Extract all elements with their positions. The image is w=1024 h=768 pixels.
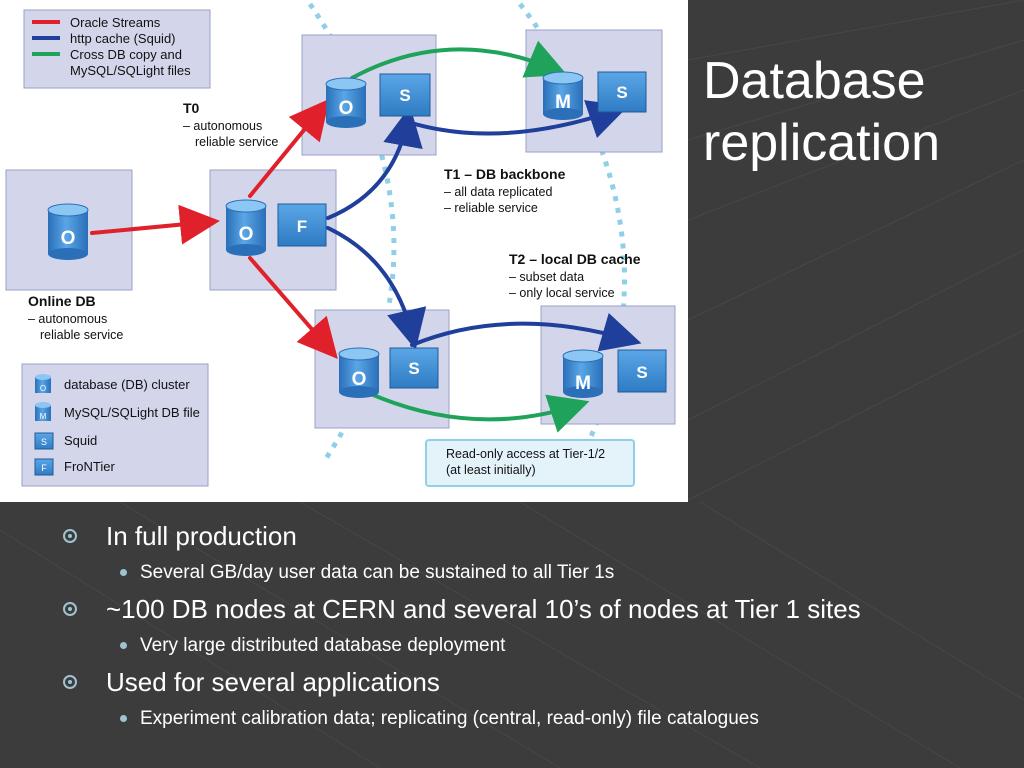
svg-text:M: M xyxy=(575,373,591,394)
readonly-note: Read-only access at Tier-1/2 (at least i… xyxy=(425,439,635,487)
http-cache-arrow-t1bottom-t2bottom xyxy=(410,312,642,352)
online-db-annotation: Online DB – autonomous reliable service xyxy=(28,293,123,342)
bullet-ring-icon xyxy=(63,675,77,689)
svg-text:Read-only access at Tier-1/2: Read-only access at Tier-1/2 xyxy=(446,447,605,461)
oracle-stream-arrow-t0-t1bottom xyxy=(248,256,338,360)
svg-text:O: O xyxy=(40,384,46,393)
legend-squid-icon: S xyxy=(34,432,54,450)
svg-text:F: F xyxy=(297,217,307,236)
cross-db-arrow-top xyxy=(350,40,568,80)
online-db-cylinder: O xyxy=(47,203,89,260)
svg-text:M: M xyxy=(40,412,47,421)
bullet-ring-icon xyxy=(63,529,77,543)
t0-cylinder: O xyxy=(225,199,267,256)
t1-bottom-squid-square xyxy=(389,347,439,389)
sub-bullet-item: Experiment calibration data; replicating… xyxy=(60,701,1010,737)
legend-cylinder-icon: O xyxy=(35,374,51,393)
bullet-item: In full production xyxy=(60,518,1010,555)
svg-text:S: S xyxy=(408,359,419,378)
service-squares: F S S S S xyxy=(277,71,667,393)
svg-text:– subset data: – subset data xyxy=(509,270,584,284)
svg-text:T0: T0 xyxy=(183,100,200,116)
svg-text:(at least initially): (at least initially) xyxy=(446,463,536,477)
svg-text:T2 – local DB cache: T2 – local DB cache xyxy=(509,251,641,267)
svg-text:– autonomous: – autonomous xyxy=(28,312,107,326)
svg-text:Cross DB copy and: Cross DB copy and xyxy=(70,47,182,62)
svg-text:S: S xyxy=(636,363,647,382)
legend-mysql-icon: M xyxy=(35,402,51,421)
t1-top-cylinder: O xyxy=(325,77,367,128)
t2-bottom-squid-square xyxy=(617,349,667,393)
bullet-ring-icon xyxy=(63,602,77,616)
t2-annotation: T2 – local DB cache – subset data – only… xyxy=(509,251,641,300)
t2-top-squid-square xyxy=(597,71,647,113)
http-cache-arrow-t0-t1bottom xyxy=(326,226,427,350)
t0-annotation: T0 – autonomous reliable service xyxy=(183,100,278,149)
svg-text:S: S xyxy=(399,86,410,105)
svg-text:Online DB: Online DB xyxy=(28,293,96,309)
svg-text:MySQL/SQLight files: MySQL/SQLight files xyxy=(70,63,191,78)
t1-top-squid-square xyxy=(379,73,431,117)
svg-text:Oracle Streams: Oracle Streams xyxy=(70,15,161,30)
bullet-dot-icon xyxy=(120,569,127,576)
svg-text:T1 – DB backbone: T1 – DB backbone xyxy=(444,166,566,182)
sub-bullet-item: Several GB/day user data can be sustaine… xyxy=(60,555,1010,591)
t1-annotation: T1 – DB backbone – all data replicated –… xyxy=(444,166,566,215)
svg-text:reliable service: reliable service xyxy=(40,328,123,342)
svg-text:O: O xyxy=(239,224,254,245)
svg-text:MySQL/SQLight DB file: MySQL/SQLight DB file xyxy=(64,405,200,420)
svg-text:– only local service: – only local service xyxy=(509,286,615,300)
http-cache-arrow-t1top-t2top xyxy=(406,100,629,138)
slide-title-line2: replication xyxy=(703,114,941,172)
svg-text:FroNTier: FroNTier xyxy=(64,459,115,474)
http-cache-arrow-t0-t1top xyxy=(326,106,423,220)
slide-title-line1: Database xyxy=(703,52,926,110)
replication-diagram: O O O O M M F S S S S xyxy=(0,0,688,502)
svg-text:reliable service: reliable service xyxy=(195,135,278,149)
svg-text:O: O xyxy=(352,369,367,390)
bullet-list: In full production Several GB/day user d… xyxy=(60,518,1010,737)
svg-text:database (DB) cluster: database (DB) cluster xyxy=(64,377,190,392)
cross-db-arrow-bottom xyxy=(360,388,590,433)
svg-text:– autonomous: – autonomous xyxy=(183,119,262,133)
svg-text:– all data replicated: – all data replicated xyxy=(444,185,552,199)
svg-text:– reliable service: – reliable service xyxy=(444,201,538,215)
t1-bottom-cylinder: O xyxy=(338,347,380,398)
sub-bullet-item: Very large distributed database deployme… xyxy=(60,628,1010,664)
oracle-stream-arrow-online-t0 xyxy=(90,204,220,245)
svg-text:Squid: Squid xyxy=(64,433,97,448)
t2-top-cylinder: M xyxy=(542,71,584,120)
symbol-legend: O M S F database (DB) cluster MySQL/SQLi… xyxy=(21,363,209,487)
bullet-item: Used for several applications xyxy=(60,664,1010,701)
svg-text:S: S xyxy=(41,437,47,447)
svg-text:http cache (Squid): http cache (Squid) xyxy=(70,31,176,46)
t2-bottom-cylinder: M xyxy=(562,349,604,398)
t0-frontier-square xyxy=(277,203,327,247)
svg-text:M: M xyxy=(555,92,571,113)
slide-title: Database replication xyxy=(703,50,940,174)
legend-frontier-icon: F xyxy=(34,458,54,476)
bullet-dot-icon xyxy=(120,642,127,649)
db-cylinders: O O O O M M xyxy=(47,71,604,398)
svg-text:S: S xyxy=(616,83,627,102)
svg-text:O: O xyxy=(339,98,354,119)
bullet-dot-icon xyxy=(120,715,127,722)
oracle-stream-arrow-t0-t1top xyxy=(248,98,330,198)
svg-text:O: O xyxy=(61,228,76,249)
bullet-item: ~100 DB nodes at CERN and several 10’s o… xyxy=(60,591,1010,628)
arrow-legend: Oracle Streams http cache (Squid) Cross … xyxy=(23,9,211,89)
svg-text:F: F xyxy=(41,463,47,473)
